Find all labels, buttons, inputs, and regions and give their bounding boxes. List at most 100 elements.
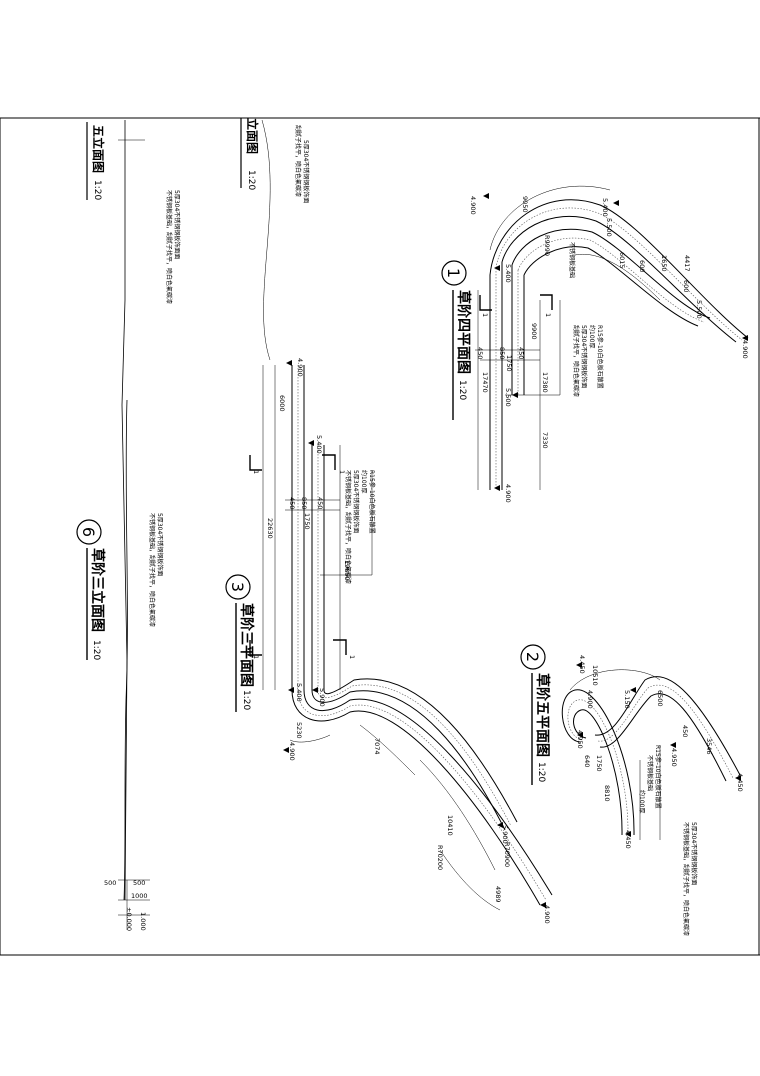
svg-text:4.900: 4.900	[469, 196, 477, 215]
view-title: 五立面图	[91, 125, 106, 173]
svg-text:500: 500	[104, 879, 116, 887]
svg-text:17470: 17470	[481, 372, 489, 393]
svg-text:4.900: 4.900	[586, 690, 594, 709]
svg-text:7074: 7074	[373, 738, 381, 755]
svg-text:850: 850	[498, 347, 506, 359]
svg-text:4.450: 4.450	[624, 830, 632, 849]
svg-text:R9990: R9990	[543, 235, 551, 256]
elevation-marker-icon	[613, 200, 619, 206]
svg-text:640: 640	[583, 755, 591, 767]
view-scale: 1:20	[92, 180, 102, 200]
svg-text:刮腻子找平，喷白色氟碳漆: 刮腻子找平，喷白色氟碳漆	[572, 325, 580, 397]
elevation-marker-icon	[483, 193, 489, 199]
svg-text:1750: 1750	[595, 755, 603, 772]
svg-text:600: 600	[682, 280, 690, 292]
svg-text:1.000: 1.000	[139, 912, 147, 931]
elevation-marker-icon	[286, 360, 292, 366]
elevation-marker-icon	[512, 392, 518, 398]
svg-text:600: 600	[638, 260, 646, 272]
svg-text:1650: 1650	[660, 255, 668, 272]
svg-text:约100厚: 约100厚	[638, 790, 646, 813]
svg-text:1: 1	[338, 470, 346, 474]
svg-text:5厚304不锈钢钢板饰面面: 5厚304不锈钢钢板饰面面	[173, 190, 181, 259]
elevation-marker-icon	[625, 831, 631, 837]
svg-text:450: 450	[476, 347, 484, 359]
svg-text:约100厚: 约100厚	[360, 470, 368, 493]
elevation-marker-icon	[630, 687, 636, 693]
svg-text:7330: 7330	[541, 432, 549, 449]
svg-text:5厚304不锈钢钢板饰面: 5厚304不锈钢钢板饰面	[302, 140, 310, 203]
svg-text:5厚304不锈钢钢板饰面: 5厚304不锈钢钢板饰面	[352, 470, 360, 533]
svg-text:450: 450	[681, 725, 689, 737]
svg-text:5.500: 5.500	[605, 218, 613, 237]
elevation-marker-icon	[312, 687, 318, 693]
svg-text:4.950: 4.950	[576, 730, 584, 749]
elevation-marker-icon	[576, 662, 582, 668]
view-title: 草阶五平面图	[534, 673, 551, 757]
svg-text:10410: 10410	[446, 815, 454, 836]
svg-text:不锈钢板基础，刮腻子找平，喷白色氟碳漆: 不锈钢板基础，刮腻子找平，喷白色氟碳漆	[148, 513, 156, 627]
svg-text:5.500: 5.500	[504, 388, 512, 407]
view-title: 草阶三平面图	[238, 603, 255, 687]
svg-text:9900: 9900	[530, 323, 538, 340]
view-title: 草阶三立面图	[89, 548, 106, 632]
view-2-plan: 2 草阶五平面图 1:20 4.450 10510 4.900 5.150 65…	[520, 644, 744, 936]
view-title: 立面图	[245, 118, 260, 154]
svg-text:3546: 3546	[705, 738, 713, 755]
svg-text:6015: 6015	[618, 252, 626, 269]
svg-text:4.900: 4.900	[741, 340, 749, 359]
elevation-marker-icon	[494, 485, 500, 491]
view-scale: 1:20	[91, 640, 101, 660]
svg-text:R15参-10白色板石散置: R15参-10白色板石散置	[596, 325, 604, 389]
svg-text:4417: 4417	[683, 255, 691, 272]
svg-text:1750: 1750	[303, 513, 311, 530]
svg-text:4.900: 4.900	[288, 742, 296, 761]
svg-text:R70200: R70200	[436, 845, 444, 870]
svg-text:5.900: 5.900	[318, 688, 326, 707]
svg-text:不锈钢板基础: 不锈钢板基础	[568, 242, 576, 278]
view-scale: 1:20	[457, 380, 467, 400]
svg-text:9050: 9050	[521, 196, 529, 213]
svg-text:6500: 6500	[656, 690, 664, 707]
svg-text:450: 450	[517, 347, 525, 359]
view-number-circle	[76, 519, 102, 545]
svg-text:19850: 19850	[343, 560, 351, 581]
partial-elevation-views: 五立面图 1:20 立面图 1:20 5厚304不锈钢钢板饰面 刮腻子找平，喷白…	[86, 118, 310, 361]
svg-text:不锈钢板基础: 不锈钢板基础	[646, 755, 654, 791]
svg-text:1750: 1750	[505, 355, 513, 372]
svg-text:R15参-10白色板石散置: R15参-10白色板石散置	[368, 470, 376, 534]
view-number-circle	[441, 260, 467, 286]
svg-text:5厚304不锈钢钢板饰面: 5厚304不锈钢钢板饰面	[156, 513, 164, 576]
svg-text:R15参-10白色板石散置: R15参-10白色板石散置	[654, 745, 662, 809]
svg-text:1000: 1000	[131, 892, 148, 900]
elevation-marker-icon	[540, 902, 546, 908]
svg-text:17380: 17380	[541, 372, 549, 393]
svg-text:5.400: 5.400	[295, 683, 303, 702]
view-title: 草阶四平面图	[455, 290, 472, 374]
svg-text:5230: 5230	[295, 722, 303, 739]
svg-text:不锈钢板基础，刮腻子找平，喷白色氟碳漆: 不锈钢板基础，刮腻子找平，喷白色氟碳漆	[165, 190, 173, 304]
svg-text:1: 1	[544, 313, 552, 317]
svg-text:R70900: R70900	[503, 842, 511, 867]
svg-text:22630: 22630	[266, 518, 274, 539]
svg-text:6000: 6000	[278, 395, 286, 412]
view-scale: 1:20	[241, 690, 251, 710]
svg-text:不锈钢板基础，刮腻子找平，喷白色氟碳漆: 不锈钢板基础，刮腻子找平，喷白色氟碳漆	[682, 822, 690, 936]
svg-text:5.400: 5.400	[601, 198, 609, 217]
svg-text:8810: 8810	[603, 785, 611, 802]
svg-text:4.900: 4.900	[543, 905, 551, 924]
view-6-elevation: 6 草阶三立面图 1:20 5厚304不锈钢钢板饰面 不锈钢板基础，刮腻子找平，…	[76, 120, 181, 931]
view-number-circle	[225, 574, 251, 600]
svg-text:4989: 4989	[494, 886, 502, 903]
elevation-marker-icon	[742, 335, 748, 341]
svg-text:4.450: 4.450	[578, 655, 586, 674]
elevation-marker-icon	[497, 822, 503, 828]
svg-text:5.900: 5.900	[501, 825, 509, 844]
view-number: 2	[523, 652, 542, 662]
elevation-marker-icon	[670, 742, 676, 748]
svg-text:1: 1	[252, 655, 260, 659]
svg-text:5厚304不锈钢钢板饰面: 5厚304不锈钢钢板饰面	[690, 822, 698, 885]
svg-text:4.900: 4.900	[296, 358, 304, 377]
svg-text:不锈钢板基础，刮腻子找平，喷白色氟碳漆: 不锈钢板基础，刮腻子找平，喷白色氟碳漆	[344, 470, 352, 584]
